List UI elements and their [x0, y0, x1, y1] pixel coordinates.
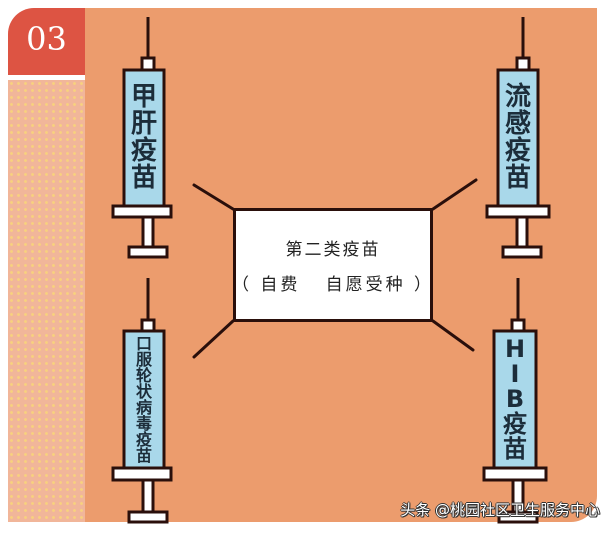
syringe-bottom-left	[111, 278, 173, 524]
syringe-bottom-right	[482, 278, 548, 524]
connector-line-bottom-left	[192, 319, 235, 359]
connector-line-top-right	[431, 178, 478, 211]
section-number-badge: 03	[8, 8, 85, 75]
syringe-label-oral-rotavirus: 口 服 轮 状 病 毒 疫 苗	[135, 333, 152, 465]
syringe-label-hib: H I B 疫 苗	[503, 334, 527, 464]
section-number: 03	[26, 20, 67, 58]
category-title: 第二类疫苗	[285, 240, 381, 260]
connector-line-top-left	[192, 183, 235, 211]
category-subtitle: （ 自费 自愿受种 ）	[231, 275, 435, 295]
category-box: 第二类疫苗 （ 自费 自愿受种 ）	[231, 208, 435, 322]
syringe-top-left	[111, 17, 173, 259]
dotted-side-strip	[8, 80, 85, 522]
connector-line-bottom-right	[431, 319, 475, 352]
syringe-top-right	[485, 17, 551, 259]
syringe-label-hepatitis-a: 甲 肝 疫 苗	[130, 82, 157, 193]
syringe-label-influenza: 流 感 疫 苗	[504, 82, 531, 193]
source-watermark: 头条 @桃园社区卫生服务中心	[400, 501, 600, 519]
